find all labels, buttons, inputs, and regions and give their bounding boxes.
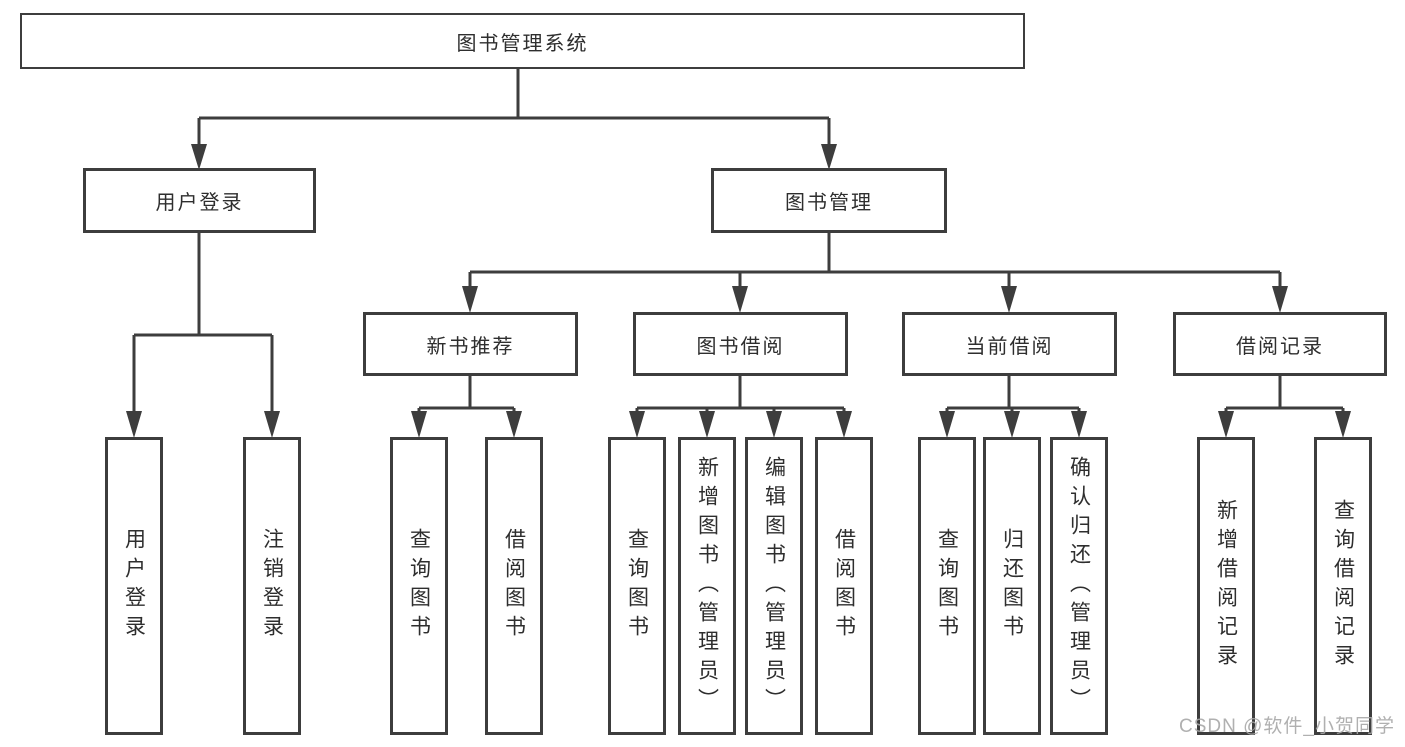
node-recommend-borrow-books: 借阅图书	[485, 437, 543, 735]
node-book-borrowing: 图书借阅	[633, 312, 848, 376]
node-borrow-borrow-books: 借阅图书	[815, 437, 873, 735]
node-label: 借阅图书	[502, 528, 526, 644]
node-label: 借阅记录	[1236, 335, 1324, 358]
node-new-book-recommendation: 新书推荐	[363, 312, 578, 376]
node-label: 查询图书	[407, 528, 431, 644]
node-logout-leaf: 注销登录	[243, 437, 301, 735]
node-recommend-query-books: 查询图书	[390, 437, 448, 735]
node-library-management-system: 图书管理系统	[20, 13, 1025, 69]
node-label: 图书管理系统	[456, 32, 589, 55]
node-label: 用户登录	[122, 528, 146, 644]
node-label: 新增借阅记录	[1214, 499, 1238, 673]
node-borrowing-records: 借阅记录	[1173, 312, 1387, 376]
node-current-confirm-return-admin: 确认归还（管理员）	[1050, 437, 1108, 735]
node-label: 查询图书	[625, 528, 649, 644]
node-label: 确认归还（管理员）	[1067, 455, 1091, 717]
node-label: 图书借阅	[696, 335, 785, 358]
node-label: 当前借阅	[965, 335, 1054, 358]
node-label: 编辑图书（管理员）	[762, 455, 786, 717]
node-current-query-books: 查询图书	[918, 437, 976, 735]
node-label: 图书管理	[785, 192, 873, 214]
node-label: 查询借阅记录	[1331, 499, 1355, 673]
node-label: 归还图书	[1000, 528, 1024, 644]
node-book-management-branch: 图书管理	[711, 168, 947, 233]
node-records-add-record: 新增借阅记录	[1197, 437, 1255, 735]
node-current-borrowing: 当前借阅	[902, 312, 1117, 376]
node-borrow-edit-books-admin: 编辑图书（管理员）	[745, 437, 803, 735]
node-label: 注销登录	[260, 528, 284, 644]
node-label: 借阅图书	[832, 528, 856, 644]
node-current-return-books: 归还图书	[983, 437, 1041, 735]
node-borrow-add-books-admin: 新增图书（管理员）	[678, 437, 736, 735]
node-label: 查询图书	[935, 528, 959, 644]
arrowhead-icons	[126, 144, 1351, 438]
node-user-login-leaf: 用户登录	[105, 437, 163, 735]
watermark-text: CSDN @软件_小贺同学	[1179, 716, 1395, 737]
node-records-query-record: 查询借阅记录	[1314, 437, 1372, 735]
node-label: 用户登录	[155, 192, 244, 214]
node-label: 新增图书（管理员）	[695, 455, 719, 717]
node-borrow-query-books: 查询图书	[608, 437, 666, 735]
node-label: 新书推荐	[426, 335, 515, 358]
node-user-login-branch: 用户登录	[83, 168, 316, 233]
